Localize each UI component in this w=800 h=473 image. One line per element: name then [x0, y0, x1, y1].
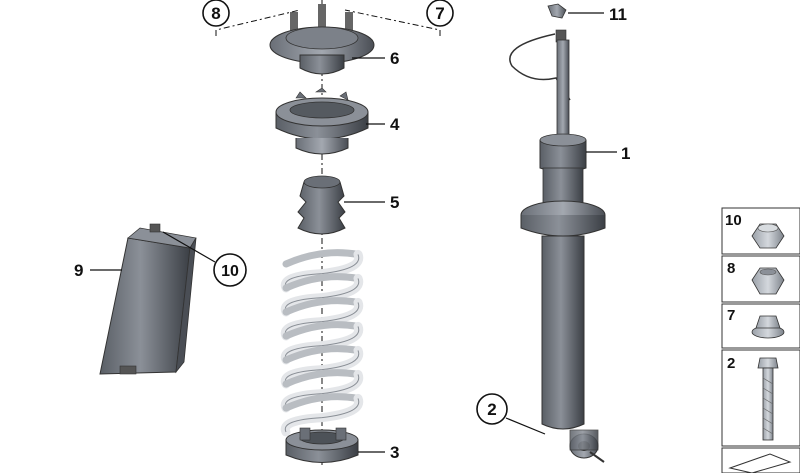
- side-panel-10: 10: [721, 207, 800, 255]
- label-2: 2: [487, 400, 496, 419]
- coil-turn-edge: [284, 326, 360, 361]
- coil-turn-back: [282, 321, 362, 340]
- callout-7: 7: [426, 0, 454, 27]
- part-1-shock-absorber: [509, 29, 606, 463]
- label-9: 9: [74, 261, 83, 280]
- coil-turn-back: [282, 273, 362, 292]
- dash-8: [215, 9, 301, 36]
- coil-turn-edge: [284, 350, 360, 385]
- part-3-spring-seat: [285, 427, 359, 463]
- label-4: 4: [390, 115, 400, 134]
- side-panel-8: 8: [721, 255, 800, 303]
- callout-10: 10: [213, 253, 247, 287]
- coil-turn-back: [282, 393, 362, 412]
- callout-8: 8: [202, 0, 230, 27]
- coil-turn-edge: [284, 374, 360, 409]
- coil-turn-back: [282, 249, 362, 268]
- coil-turn-back: [282, 297, 362, 316]
- label-8: 8: [211, 4, 220, 23]
- leader-10: [162, 231, 216, 263]
- side-label-8: 8: [727, 260, 735, 277]
- coil-turn-edge: [284, 254, 360, 289]
- side-panel-2: 2: [721, 349, 800, 447]
- label-7: 7: [435, 4, 444, 23]
- part-11-connector: [547, 3, 567, 19]
- part-9-control-module: [99, 223, 197, 375]
- coil-turn-edge: [284, 278, 360, 313]
- label-1: 1: [621, 144, 630, 163]
- coil-turn-back: [282, 369, 362, 388]
- label-10: 10: [221, 263, 239, 280]
- label-5: 5: [390, 193, 399, 212]
- label-11: 11: [609, 5, 627, 24]
- label-6: 6: [390, 49, 399, 68]
- part-4-spring-pad: [275, 87, 369, 155]
- label-3: 3: [390, 443, 399, 462]
- coil-turn-edge: [284, 302, 360, 337]
- side-label-10: 10: [725, 212, 742, 229]
- coil-spring-turns: [280, 249, 364, 437]
- side-panel-7: 7: [721, 303, 800, 349]
- part-5-bump-stop: [297, 175, 346, 235]
- coil-turn-back: [282, 345, 362, 364]
- callout-2: 2: [476, 393, 508, 425]
- leader-2: [505, 417, 546, 435]
- side-label-7: 7: [727, 307, 735, 324]
- dash-7: [344, 9, 441, 36]
- side-label-2: 2: [727, 355, 735, 372]
- coil-turn-edge: [284, 398, 360, 433]
- side-panel-arrow: [721, 447, 800, 473]
- part-6-top-mount: [269, 4, 375, 75]
